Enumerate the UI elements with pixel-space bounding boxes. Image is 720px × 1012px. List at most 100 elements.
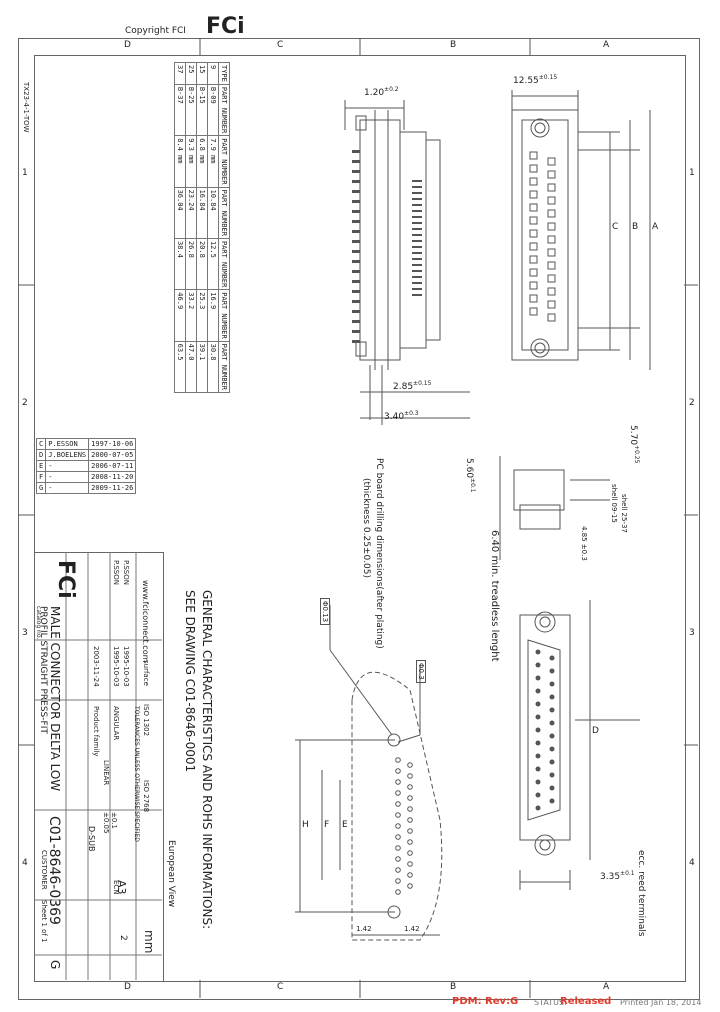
dim-12-55: 12.55±0.15 xyxy=(513,74,558,86)
sheet-info: Sheet 1 of 1 xyxy=(40,900,48,943)
tolerances-note: TOLERANCES UNLESS OTHERWISE SPECIFIED xyxy=(133,706,140,842)
ecn-label: ECN xyxy=(112,880,120,895)
side-slot xyxy=(412,252,422,254)
front-pin xyxy=(529,294,538,303)
front-pin xyxy=(547,209,556,218)
col-label-bottom-a: A xyxy=(603,982,610,992)
bottom-pin xyxy=(535,753,541,759)
col-label-bottom-b: B xyxy=(450,982,457,992)
dim-3-35: 3.35±0.1 xyxy=(600,870,635,882)
side-pin xyxy=(352,320,360,323)
surface-label: surface xyxy=(142,660,150,686)
side-slot xyxy=(412,234,422,236)
pcb-hole xyxy=(407,817,413,823)
title-line-1: MALE CONNECTOR DELTA LOW xyxy=(48,606,62,792)
pcb-hole xyxy=(407,762,413,768)
bottom-pin xyxy=(549,720,555,726)
front-pin xyxy=(529,307,538,316)
side-pin xyxy=(352,250,360,253)
front-pin xyxy=(547,287,556,296)
front-pin xyxy=(547,222,556,231)
front-pin xyxy=(547,170,556,179)
side-pin xyxy=(352,200,360,203)
title-block xyxy=(34,552,164,982)
pcb-hole xyxy=(395,878,401,884)
side-slot xyxy=(412,294,422,296)
front-pin xyxy=(547,196,556,205)
side-pin xyxy=(352,300,360,303)
side-slot xyxy=(412,246,422,248)
bottom-pin xyxy=(535,649,541,655)
pcb-hole xyxy=(395,845,401,851)
dim-label-c: C xyxy=(612,222,619,232)
front-pin xyxy=(529,203,538,212)
bottom-pin xyxy=(549,681,555,687)
row-label-left-2: 2 xyxy=(22,398,28,408)
bottom-pin xyxy=(535,792,541,798)
row-label-left-3: 3 xyxy=(22,628,28,638)
date-3: 2003-11-24 xyxy=(92,646,100,687)
status-released: Released xyxy=(560,996,612,1007)
row-label-right-4: 4 xyxy=(689,858,695,868)
title-logo: FCi xyxy=(53,560,78,599)
bottom-pin xyxy=(549,668,555,674)
bottom-pin xyxy=(549,798,555,804)
col-label-top-d: D xyxy=(124,40,131,50)
side-pin xyxy=(352,160,360,163)
side-pin xyxy=(352,270,360,273)
rev-cell: - xyxy=(45,482,90,494)
projection-label: European View xyxy=(166,840,176,908)
dim-label-e: E xyxy=(342,820,348,830)
bottom-pin xyxy=(535,727,541,733)
dim-label-d: D xyxy=(592,726,599,736)
units-label: mm xyxy=(142,930,156,954)
date-2: 1995-10-03 xyxy=(112,646,120,687)
front-pin xyxy=(547,183,556,192)
dim-1-42-b: 1.42 xyxy=(404,925,420,933)
row-label-right-1: 1 xyxy=(689,168,695,178)
pcb-hole xyxy=(407,795,413,801)
front-pin xyxy=(547,157,556,166)
rev-row: G-2009-11-26 xyxy=(35,482,137,494)
product-family: Product family xyxy=(92,706,100,757)
pcb-hole xyxy=(407,883,413,889)
front-pin xyxy=(547,274,556,283)
side-slot xyxy=(412,240,422,242)
customer-label: CUSTOMER xyxy=(40,850,48,890)
side-pin xyxy=(352,310,360,313)
side-pin xyxy=(352,330,360,333)
side-slot xyxy=(412,180,422,182)
drawing-frame xyxy=(18,38,700,1000)
tol-xx: ±0.05 xyxy=(102,812,110,834)
front-pin xyxy=(547,300,556,309)
bottom-pin xyxy=(535,662,541,668)
side-slot xyxy=(412,222,422,224)
copyright-text: Copyright FCI xyxy=(125,26,186,36)
pcb-hole xyxy=(407,861,413,867)
side-pin xyxy=(352,170,360,173)
linear-label: LINEAR xyxy=(102,760,110,786)
side-slot xyxy=(412,198,422,200)
front-pin xyxy=(529,151,538,160)
front-pin xyxy=(529,242,538,251)
side-slot xyxy=(412,264,422,266)
pcb-hole xyxy=(395,823,401,829)
bottom-pin xyxy=(549,785,555,791)
front-pin xyxy=(547,313,556,322)
row-label-left-1: 1 xyxy=(22,168,28,178)
angular-label: ANGULAR xyxy=(112,706,120,741)
pcb-hole xyxy=(407,784,413,790)
rev-cell: 2009-11-26 xyxy=(88,482,137,494)
bottom-pin xyxy=(549,733,555,739)
title-web: www.fciconnect.com xyxy=(141,580,150,663)
front-pin xyxy=(529,190,538,199)
bottom-pin xyxy=(535,675,541,681)
pcb-hole xyxy=(395,768,401,774)
side-slot xyxy=(412,186,422,188)
pcb-hole xyxy=(407,773,413,779)
dim-label-b: B xyxy=(632,222,639,232)
tol-x: ±0.1 xyxy=(110,812,118,829)
bottom-pin xyxy=(535,701,541,707)
pcb-hole xyxy=(395,779,401,785)
pcb-hole xyxy=(407,828,413,834)
